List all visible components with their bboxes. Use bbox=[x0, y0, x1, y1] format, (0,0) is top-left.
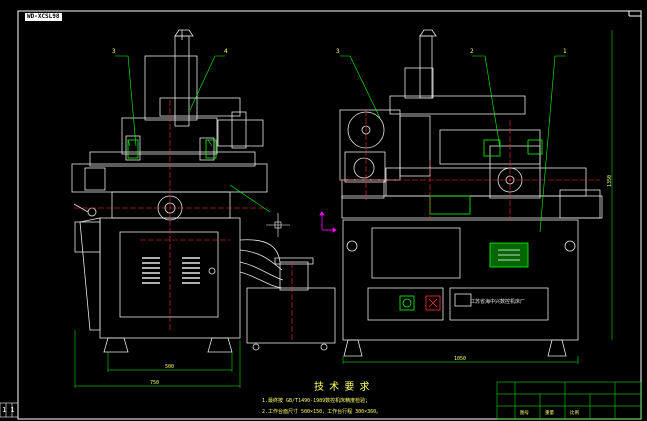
dimension-500: 500 bbox=[165, 364, 175, 370]
ucs-icon bbox=[319, 211, 337, 233]
drawing-frame bbox=[17, 10, 642, 420]
dimension-1350: 1350 bbox=[607, 174, 614, 188]
title-block bbox=[496, 381, 642, 420]
left-leader-lines bbox=[115, 55, 271, 213]
title-block-cell: 比例 bbox=[570, 411, 579, 416]
left-green-parts bbox=[127, 139, 217, 159]
left-side-view bbox=[71, 29, 268, 353]
dimension-lines bbox=[74, 30, 613, 388]
frame-code-label: WD-XCSL98 bbox=[25, 13, 62, 21]
callout-right-2: 2 bbox=[470, 48, 474, 55]
margin-code-label: 1 1 bbox=[2, 406, 15, 414]
right-leader-lines bbox=[340, 55, 566, 233]
right-front-view bbox=[339, 29, 603, 357]
callout-right-1: 1 bbox=[563, 48, 567, 55]
callout-right-3: 3 bbox=[336, 48, 340, 55]
callout-left-4: 4 bbox=[224, 48, 228, 55]
left-center-lines bbox=[74, 100, 293, 340]
nameplate-text: 江苏省海中兴数控机床厂 bbox=[470, 299, 526, 305]
technical-note-1: 1.最终按 GB/T1490-1989数控机床精度检验； bbox=[262, 398, 371, 404]
right-center-lines bbox=[340, 110, 600, 220]
technical-note-2: 2.工作台面尺寸 500×150，工作台行程 300×360。 bbox=[262, 409, 382, 415]
control-panel bbox=[399, 139, 543, 311]
dimension-750: 750 bbox=[150, 380, 160, 386]
technical-notes-title: 技 术 要 求 bbox=[314, 382, 371, 393]
margin-stub bbox=[0, 402, 19, 418]
cursor-crosshair bbox=[266, 213, 290, 237]
callout-left-3: 3 bbox=[112, 48, 116, 55]
hydraulic-unit bbox=[239, 239, 336, 351]
dimension-1050: 1050 bbox=[454, 356, 467, 362]
title-block-cell: 重量 bbox=[545, 411, 554, 416]
title-block-cell: 图号 bbox=[520, 411, 529, 416]
